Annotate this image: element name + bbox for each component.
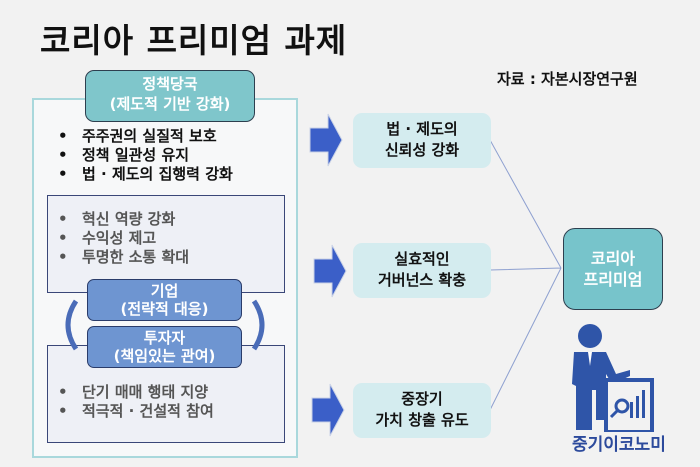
investor-title: 투자자 [143, 329, 186, 347]
arrow-right-icon [313, 244, 347, 298]
outcome-box: 법 · 제도의 신뢰성 강화 [353, 113, 491, 168]
list-item: 단기 매매 행태 지양 [56, 383, 214, 402]
outcome-box: 중장기 가치 창출 유도 [353, 383, 491, 438]
firm-title: 기업 [150, 282, 179, 300]
list-item: 법 · 제도의 집행력 강화 [56, 165, 233, 184]
list-item: 수익성 제고 [56, 229, 189, 248]
firm-subtitle: (전략적 대응) [120, 300, 209, 318]
list-item: 적극적 · 건설적 참여 [56, 402, 214, 421]
government-subtitle: (제도적 기반 강화) [109, 95, 231, 113]
outcome-line: 실효적인 [394, 250, 450, 268]
outcome-line: 신뢰성 강화 [384, 141, 460, 159]
arrow-right-icon [311, 383, 345, 437]
government-header: 정책당국 (제도적 기반 강화) [85, 70, 255, 122]
government-title: 정책당국 [142, 75, 198, 93]
investor-list: 단기 매매 행태 지양 적극적 · 건설적 참여 [56, 383, 214, 421]
page-title: 코리아 프리미엄 과제 [40, 21, 348, 60]
investor-subtitle: (책임있는 관여) [113, 347, 216, 365]
outcome-box: 실효적인 거버넌스 확충 [353, 243, 491, 298]
presenter-chart-icon [572, 324, 654, 432]
outcome-line: 거버넌스 확충 [377, 271, 467, 289]
investor-header: 투자자 (책임있는 관여) [87, 326, 242, 368]
arrow-right-icon [309, 113, 343, 167]
brand-logo: 중기이코노미 [572, 435, 666, 455]
firm-list: 혁신 역량 강화 수익성 제고 투명한 소통 확대 [56, 210, 189, 267]
outcome-line: 중장기 [401, 390, 443, 408]
list-item: 정책 일관성 유지 [56, 146, 233, 165]
government-list: 주주권의 실질적 보호 정책 일관성 유지 법 · 제도의 집행력 강화 [56, 127, 233, 184]
outcome-line: 가치 창출 유도 [375, 411, 469, 429]
cycle-arrows-icon [65, 299, 265, 351]
list-item: 주주권의 실질적 보호 [56, 127, 233, 146]
goal-line: 코리아 [590, 249, 636, 268]
source-note: 자료 : 자본시장연구원 [497, 70, 638, 88]
goal-line: 프리미엄 [583, 270, 643, 289]
list-item: 투명한 소통 확대 [56, 248, 189, 267]
outcome-line: 법 · 제도의 [386, 120, 458, 138]
korea-premium-box: 코리아 프리미엄 [563, 228, 663, 310]
list-item: 혁신 역량 강화 [56, 210, 189, 229]
firm-header: 기업 (전략적 대응) [87, 279, 242, 321]
